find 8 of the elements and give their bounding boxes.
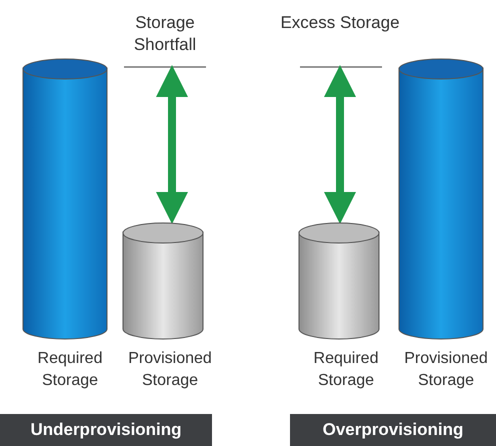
storage-label: Required Storage xyxy=(36,349,104,391)
title-band: Underprovisioning xyxy=(0,414,212,446)
storage-label: Required Storage xyxy=(312,349,380,391)
measure-label: Storage Shortfall xyxy=(132,12,198,56)
storage-label: Provisioned Storage xyxy=(403,349,489,391)
measure-label: Excess Storage xyxy=(280,12,400,34)
storage-label: Provisioned Storage xyxy=(127,349,213,391)
title-band: Overprovisioning xyxy=(290,414,496,446)
